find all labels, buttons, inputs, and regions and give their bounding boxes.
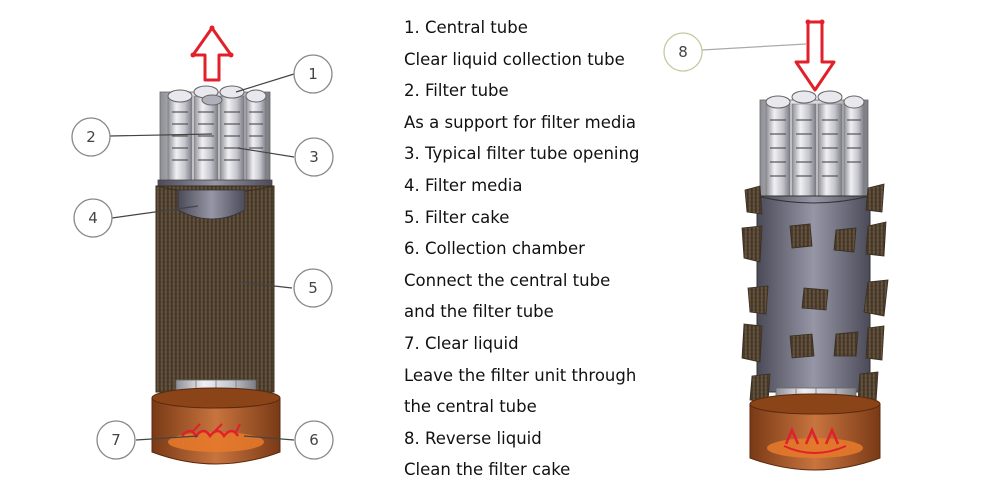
callout-6-leader xyxy=(243,435,295,441)
legend-line-7: 5. Filter cake xyxy=(404,207,510,227)
legend-line-15: Clean the filter cake xyxy=(404,460,571,480)
down-arrow-icon xyxy=(794,19,836,92)
callout-4-leader xyxy=(111,205,199,219)
callout-2: 2 xyxy=(71,117,111,157)
callout-7: 7 xyxy=(96,420,136,460)
callout-1: 1 xyxy=(293,54,333,94)
svg-text:1: 1 xyxy=(308,65,318,83)
callout-5: 5 xyxy=(293,268,333,308)
callout-3: 3 xyxy=(294,137,334,177)
legend-line-11: 7. Clear liquid xyxy=(404,333,519,353)
up-arrow-icon xyxy=(190,25,234,82)
callout-7-leader xyxy=(135,435,199,441)
cake-flakes xyxy=(741,183,889,403)
callout-8: 8 xyxy=(663,32,703,72)
left-filter-unit: 1 2 3 4 5 6 7 xyxy=(71,25,334,465)
svg-text:7: 7 xyxy=(111,431,121,449)
svg-text:5: 5 xyxy=(308,279,318,297)
svg-text:2: 2 xyxy=(86,128,96,146)
svg-text:8: 8 xyxy=(678,43,688,61)
callout-6: 6 xyxy=(294,420,334,460)
legend-line-3: 2. Filter tube xyxy=(404,81,509,101)
legend-line-5: 3. Typical filter tube opening xyxy=(404,144,640,164)
right-filter-unit: 8 xyxy=(663,19,889,471)
filter-cake-cylinder xyxy=(155,185,275,393)
legend-line-8: 6. Collection chamber xyxy=(404,239,585,259)
svg-text:3: 3 xyxy=(309,148,319,166)
legend-line-13: the central tube xyxy=(404,397,537,417)
right-collection-chamber xyxy=(749,393,881,471)
callout-5-leader xyxy=(237,281,293,289)
legend-line-1: 1. Central tube xyxy=(404,18,528,37)
legend: 1. Central tube Clear liquid collection … xyxy=(404,12,684,486)
callout-4: 4 xyxy=(73,198,113,238)
legend-line-14: 8. Reverse liquid xyxy=(404,428,542,448)
legend-line-6: 4. Filter media xyxy=(404,175,523,195)
legend-line-12: Leave the filter unit through xyxy=(404,365,637,385)
collection-chamber xyxy=(151,387,281,465)
filter-tube-bundle xyxy=(159,85,271,191)
legend-line-10: and the filter tube xyxy=(404,302,554,322)
callout-8-leader xyxy=(701,43,807,51)
right-filter-tube-bundle xyxy=(759,90,869,201)
callout-3-leader xyxy=(237,147,295,158)
legend-line-9: Connect the central tube xyxy=(404,270,611,290)
legend-line-2: Clear liquid collection tube xyxy=(404,49,625,69)
svg-text:6: 6 xyxy=(309,431,319,449)
legend-line-4: As a support for filter media xyxy=(404,112,637,132)
svg-text:4: 4 xyxy=(88,209,98,227)
callout-1-leader xyxy=(235,73,295,93)
callout-2-leader xyxy=(109,133,213,137)
